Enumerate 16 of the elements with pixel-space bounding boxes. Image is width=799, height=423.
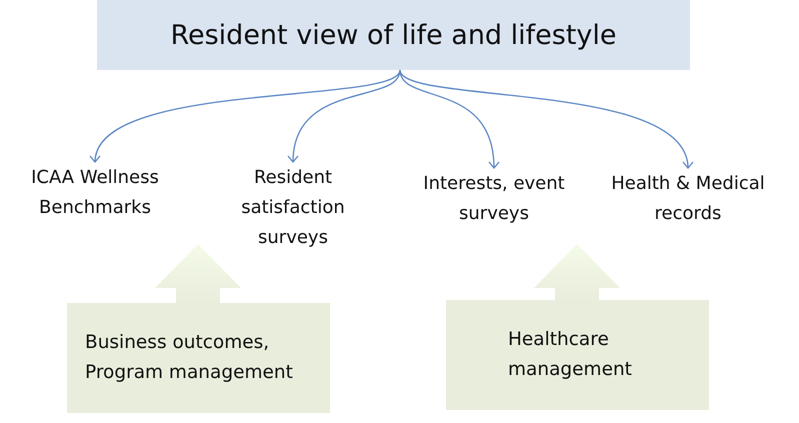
curved-arrow [91, 70, 401, 163]
block-arrow [534, 244, 620, 300]
item-label: ICAA Wellness Benchmarks [15, 163, 175, 223]
curved-arrow [288, 70, 401, 163]
item-label: Health & Medical records [598, 169, 778, 229]
process-box [446, 300, 709, 410]
curved-arrow [399, 70, 692, 169]
block-arrow [155, 244, 241, 303]
process-box [67, 303, 330, 413]
curved-arrow [399, 70, 500, 169]
item-label: Resident satisfaction surveys [213, 163, 373, 253]
item-label: Interests, event surveys [414, 169, 574, 229]
node-text: Business outcomes, Program management [85, 331, 294, 385]
node-text: Healthcare management [508, 328, 633, 382]
node-text: Resident view of life and lifestyle [170, 20, 617, 50]
title-box [97, 0, 690, 70]
